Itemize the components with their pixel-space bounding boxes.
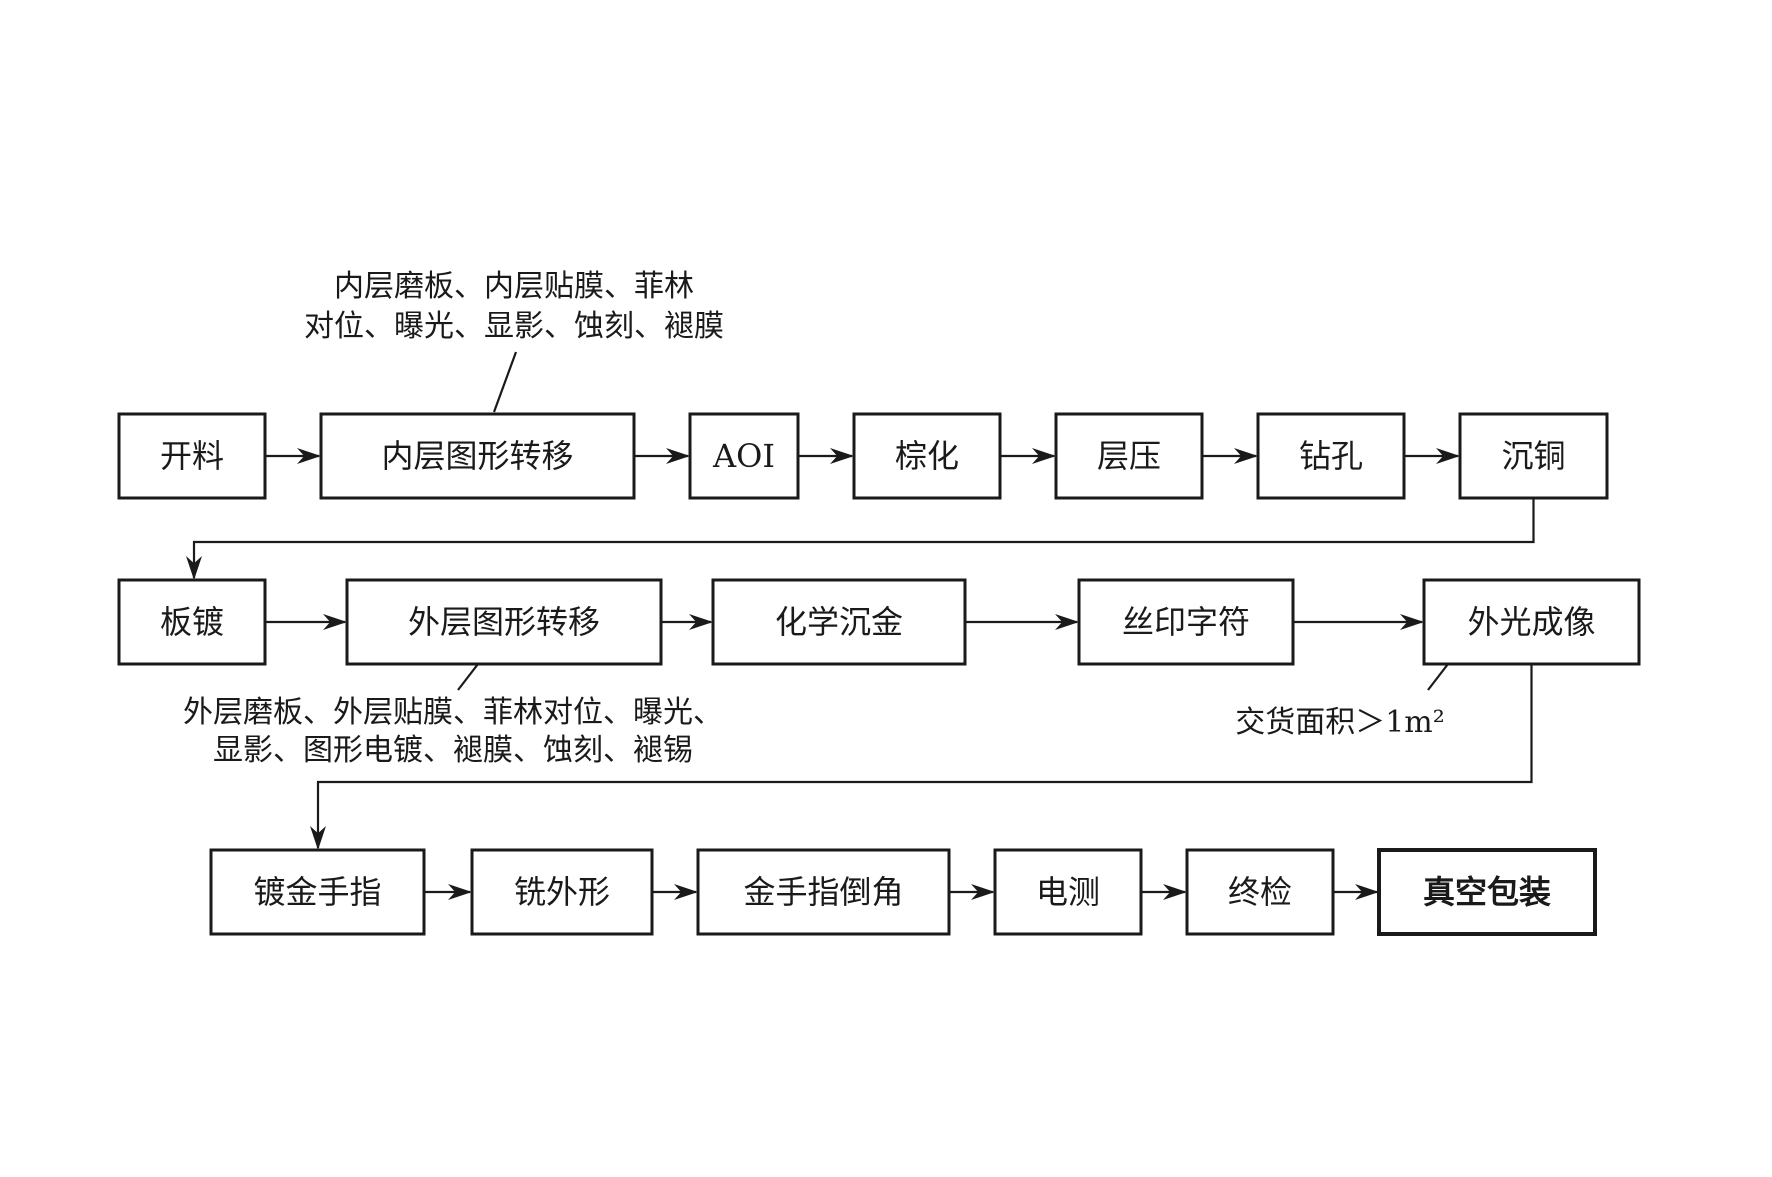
arrow-head-vacuum-pack bbox=[1355, 884, 1379, 900]
step-bevel: 金手指倒角 bbox=[696, 848, 951, 936]
step-chemical-gold: 化学沉金 bbox=[711, 578, 967, 666]
step-cengya-box bbox=[1054, 412, 1204, 500]
step-outer-imaging: 外光成像 bbox=[1422, 578, 1641, 666]
step-kailiao-box bbox=[117, 412, 267, 500]
area-note-line-1: 交货面积＞1m² bbox=[1235, 705, 1445, 740]
wrap-row1-to-row2 bbox=[192, 498, 1535, 578]
step-bandu-label: 板镀 bbox=[160, 603, 224, 641]
step-zonghua-label: 棕化 bbox=[895, 437, 959, 475]
step-final-check: 终检 bbox=[1185, 848, 1335, 936]
arrow-head-milling bbox=[448, 884, 472, 900]
arrow-head-bevel bbox=[674, 884, 698, 900]
step-bandu: 板镀 bbox=[117, 578, 267, 666]
step-etest-box bbox=[993, 848, 1143, 936]
arrow-head-silkscreen bbox=[1055, 614, 1079, 630]
step-chentong-box bbox=[1458, 412, 1609, 500]
step-kailiao-label: 开料 bbox=[160, 437, 224, 475]
arrow-head-inner-pattern bbox=[297, 448, 321, 464]
outer-layer-note-line-1: 外层磨板、外层贴膜、菲林对位、曝光、 bbox=[183, 695, 723, 730]
inner-layer-note-line-2: 对位、曝光、显影、蚀刻、褪膜 bbox=[304, 309, 724, 344]
step-chentong-label: 沉铜 bbox=[1501, 437, 1565, 475]
step-zuankong-label: 钻孔 bbox=[1299, 437, 1363, 475]
arrow-head-chentong bbox=[1436, 448, 1460, 464]
arrow-head-final-check bbox=[1163, 884, 1187, 900]
arrow-head-aoi bbox=[666, 448, 690, 464]
step-vacuum-pack-label: 真空包装 bbox=[1423, 873, 1551, 911]
step-silkscreen-box bbox=[1077, 578, 1295, 666]
step-silkscreen: 丝印字符 bbox=[1077, 578, 1295, 666]
step-bevel-label: 金手指倒角 bbox=[743, 873, 903, 911]
arrow-head-etest bbox=[971, 884, 995, 900]
step-cengya: 层压 bbox=[1054, 412, 1204, 500]
step-milling-box bbox=[470, 848, 654, 936]
step-aoi: AOI bbox=[688, 412, 800, 500]
step-gold-finger: 镀金手指 bbox=[209, 848, 426, 936]
connectors bbox=[186, 351, 1535, 900]
step-outer-pattern-label: 外层图形转移 bbox=[408, 603, 600, 641]
area-note-leader bbox=[1427, 663, 1449, 691]
step-bevel-box bbox=[696, 848, 951, 936]
step-gold-finger-box bbox=[209, 848, 426, 936]
step-etest-label: 电测 bbox=[1036, 873, 1100, 911]
step-vacuum-pack-box bbox=[1377, 848, 1597, 936]
arrow-head-zonghua bbox=[830, 448, 854, 464]
arrow-head-outer-imaging bbox=[1400, 614, 1424, 630]
step-vacuum-pack: 真空包装 bbox=[1377, 848, 1597, 936]
step-zuankong-box bbox=[1256, 412, 1406, 500]
step-final-check-label: 终检 bbox=[1228, 873, 1292, 911]
arrow-head-zuankong bbox=[1234, 448, 1258, 464]
step-outer-imaging-box bbox=[1422, 578, 1641, 666]
wrap-row1-to-row2-head bbox=[186, 556, 202, 580]
inner-note-leader bbox=[492, 351, 518, 413]
step-inner-pattern-box bbox=[319, 412, 636, 500]
step-zonghua: 棕化 bbox=[852, 412, 1002, 500]
annotations: 内层磨板、内层贴膜、菲林对位、曝光、显影、蚀刻、褪膜外层磨板、外层贴膜、菲林对位… bbox=[183, 269, 1445, 768]
step-chentong: 沉铜 bbox=[1458, 412, 1609, 500]
inner-layer-note-line-1: 内层磨板、内层贴膜、菲林 bbox=[334, 269, 694, 304]
wrap-row2-to-row3-head bbox=[310, 826, 326, 850]
wrap-row2-to-row3 bbox=[316, 664, 1533, 848]
step-zuankong: 钻孔 bbox=[1256, 412, 1406, 500]
step-cengya-label: 层压 bbox=[1097, 437, 1161, 475]
step-final-check-box bbox=[1185, 848, 1335, 936]
step-gold-finger-label: 镀金手指 bbox=[253, 873, 381, 911]
step-outer-pattern-box bbox=[345, 578, 663, 666]
step-zonghua-box bbox=[852, 412, 1002, 500]
step-inner-pattern-label: 内层图形转移 bbox=[381, 437, 573, 475]
step-bandu-box bbox=[117, 578, 267, 666]
step-chemical-gold-box bbox=[711, 578, 967, 666]
outer-layer-note-line-2: 显影、图形电镀、褪膜、蚀刻、褪锡 bbox=[213, 733, 693, 768]
step-milling: 铣外形 bbox=[470, 848, 654, 936]
step-inner-pattern: 内层图形转移 bbox=[319, 412, 636, 500]
arrow-head-chemical-gold bbox=[689, 614, 713, 630]
step-aoi-box bbox=[688, 412, 800, 500]
outer-note-leader bbox=[457, 663, 479, 691]
arrow-head-cengya bbox=[1032, 448, 1056, 464]
step-milling-label: 铣外形 bbox=[514, 873, 610, 911]
step-aoi-label: AOI bbox=[712, 437, 775, 475]
step-silkscreen-label: 丝印字符 bbox=[1122, 603, 1250, 641]
step-outer-imaging-label: 外光成像 bbox=[1467, 603, 1595, 641]
step-etest: 电测 bbox=[993, 848, 1143, 936]
arrow-head-outer-pattern bbox=[323, 614, 347, 630]
step-kailiao: 开料 bbox=[117, 412, 267, 500]
step-chemical-gold-label: 化学沉金 bbox=[775, 603, 903, 641]
step-outer-pattern: 外层图形转移 bbox=[345, 578, 663, 666]
